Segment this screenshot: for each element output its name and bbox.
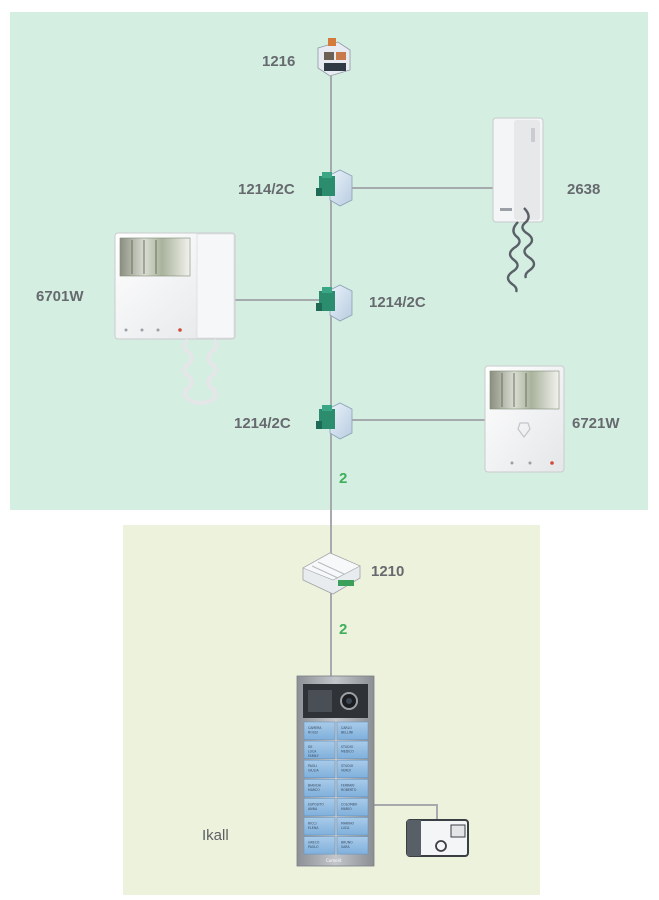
wire-label-riser: 2	[339, 470, 347, 487]
name-tag-label: DE	[308, 745, 312, 749]
name-tag-label: STUDIO	[341, 745, 354, 749]
speaker-grille	[308, 690, 332, 712]
name-tag-label: BRUNO	[341, 841, 353, 845]
wiring	[234, 75, 496, 822]
name-tag-label: ANNA	[308, 807, 318, 811]
name-tag-label: FERRARI	[341, 783, 355, 787]
distributor-1214-2c-a	[316, 169, 353, 207]
video-monitor-6701w	[114, 232, 236, 405]
name-tag-label: VERDI	[341, 769, 351, 773]
video-monitor-6721w	[484, 365, 565, 473]
speaker-icon	[517, 422, 531, 438]
name-tag-label: SARA	[341, 845, 350, 849]
name-tag[interactable]	[303, 817, 336, 836]
label-1210: 1210	[371, 563, 404, 580]
distributor-1214-2c-b	[316, 284, 353, 322]
label-2638: 2638	[567, 181, 600, 198]
name-tag-label: CARLO	[341, 726, 352, 730]
name-tag[interactable]	[336, 836, 369, 855]
entrance-panel-ikall: CAMERAROSSICARLOBELLINIDELUCAFAMILYSTUDI…	[296, 675, 375, 867]
name-tag[interactable]	[303, 740, 336, 759]
name-tag-label: PAOLI	[308, 764, 317, 768]
name-tag-label: MARINO	[341, 822, 354, 826]
label-ikall: Ikall	[202, 827, 229, 844]
label-1214-2c-c: 1214/2C	[234, 415, 291, 432]
name-tag-label: RICCI	[308, 822, 317, 826]
name-tag[interactable]	[303, 721, 336, 740]
converter-1210	[302, 552, 361, 595]
name-tag-label: GIULIA	[308, 769, 319, 773]
name-tag[interactable]	[303, 798, 336, 817]
name-tag-label: PAOLO	[308, 845, 319, 849]
name-tag[interactable]	[336, 721, 369, 740]
distributor-1214-2c-c	[316, 402, 353, 440]
electric-lock-icon	[406, 819, 469, 857]
name-tag-label: MARIO	[341, 807, 352, 811]
name-tag[interactable]	[303, 759, 336, 778]
name-tag[interactable]	[336, 779, 369, 798]
name-tag-label: BIANCHI	[308, 783, 321, 787]
name-tag-label: STUDIO	[341, 764, 354, 768]
power-supply-1216	[317, 38, 351, 77]
label-6701w: 6701W	[36, 288, 84, 305]
name-tag-label: COLOMBO	[341, 802, 358, 806]
wire-label-panel: 2	[339, 621, 347, 638]
label-1216: 1216	[262, 53, 295, 70]
name-tag-label: MARCO	[308, 788, 320, 792]
label-6721w: 6721W	[572, 415, 620, 432]
name-tag-label: BELLINI	[341, 731, 353, 735]
name-tag-label: FAMILY	[308, 754, 319, 758]
name-tag[interactable]	[303, 836, 336, 855]
audio-handset-2638	[492, 117, 544, 293]
name-tag-label: CAMERA	[308, 726, 322, 730]
label-1214-2c-a: 1214/2C	[238, 181, 295, 198]
panel-brand: Comelit	[326, 858, 342, 863]
name-tag-label: ESPOSITO	[308, 802, 324, 806]
name-tag[interactable]	[303, 779, 336, 798]
name-tag[interactable]	[336, 817, 369, 836]
name-tag-label: MEDICO	[341, 750, 354, 754]
name-tag-label: LUCA	[341, 826, 350, 830]
name-tag-label: GRECO	[308, 841, 320, 845]
name-tag-grid: CAMERAROSSICARLOBELLINIDELUCAFAMILYSTUDI…	[303, 721, 369, 855]
name-tag-label: ROBERTO	[341, 788, 357, 792]
name-tag-label: ELENA	[308, 826, 319, 830]
name-tag[interactable]	[336, 798, 369, 817]
wire-to-lock	[372, 804, 438, 822]
name-tag[interactable]	[336, 740, 369, 759]
name-tag[interactable]	[336, 759, 369, 778]
name-tag-label: ROSSI	[308, 731, 318, 735]
label-1214-2c-b: 1214/2C	[369, 294, 426, 311]
name-tag-label: LUCA	[308, 750, 317, 754]
